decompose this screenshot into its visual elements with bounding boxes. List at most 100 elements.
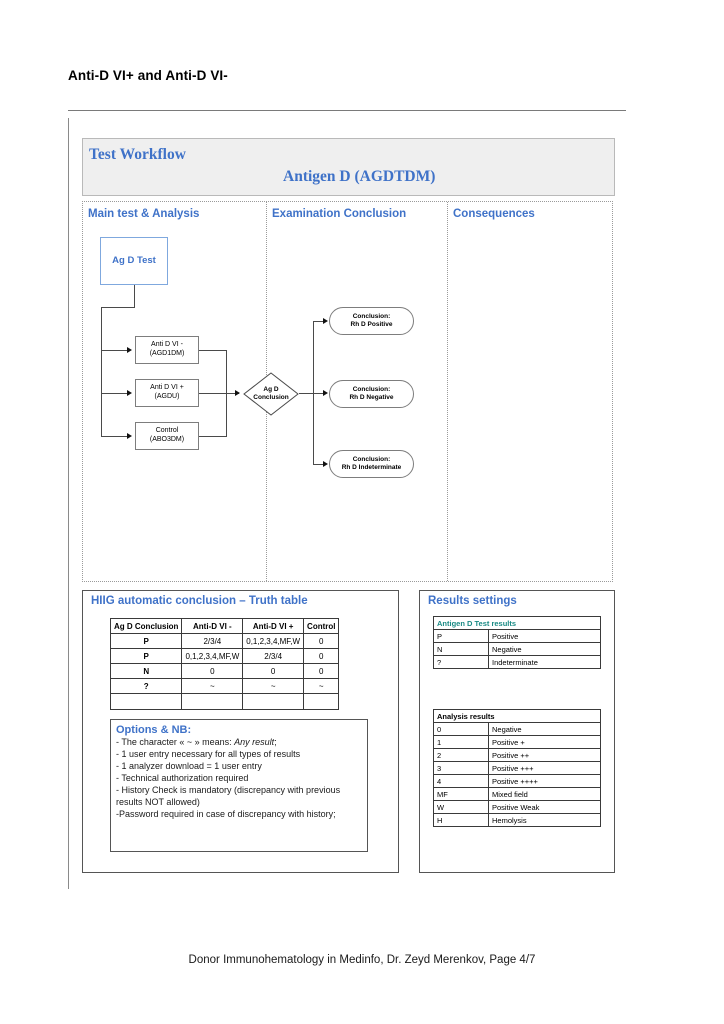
truth-table: Ag D Conclusion Anti-D VI - Anti-D VI + … [109, 618, 340, 710]
table-row: 2 Positive ++ [433, 748, 601, 762]
connector-to-outcome-3 [313, 464, 325, 465]
connector-to-outcome-2 [313, 393, 325, 394]
options-line-any-result: - The character « ~ » means: Any result; [116, 737, 277, 747]
flow-node-anti-d-vi-minus-label: Anti D VI - (AGD1DM) [149, 341, 185, 357]
antigen-d-test-results-table: Antigen D Test results P Positive N Nega… [433, 616, 601, 669]
results-settings-panel: Results settings Antigen D Test results … [419, 590, 615, 873]
flow-node-control[interactable]: Control (ABO3DM) [135, 422, 199, 450]
analysis-meaning: Positive + [488, 735, 601, 749]
flow-node-anti-d-vi-plus[interactable]: Anti D VI + (AGDU) [135, 379, 199, 407]
truth-table-header-cell: Ag D Conclusion [109, 618, 183, 634]
antigen-meaning: Positive [488, 629, 601, 643]
options-line: - 1 analyzer download = 1 user entry [116, 760, 262, 771]
analysis-table-header: Analysis results [433, 709, 601, 723]
arrowhead-outcome-2 [323, 389, 328, 396]
antigen-code: N [433, 642, 489, 656]
title-divider [68, 110, 626, 111]
analysis-code: 0 [433, 722, 489, 736]
truth-table-title: HIIG automatic conclusion – Truth table [91, 595, 308, 607]
options-line: -Password required in case of discrepanc… [116, 808, 336, 819]
analysis-code: W [433, 800, 489, 814]
column-header-main-test: Main test & Analysis [88, 208, 200, 220]
table-row: ? ~ ~ ~ [109, 678, 340, 694]
analysis-code: 3 [433, 761, 489, 775]
page-footer: Donor Immunohematology in Medinfo, Dr. Z… [188, 954, 536, 966]
connector-to-test-a [101, 350, 127, 351]
flow-node-conclusion-rh-d-negative[interactable]: Conclusion: Rh D Negative [329, 380, 414, 408]
truth-table-header-row: Ag D Conclusion Anti-D VI - Anti-D VI + … [109, 618, 340, 634]
truth-table-header-cell: Anti-D VI + [242, 618, 305, 634]
diamond-shape-icon [243, 372, 299, 416]
connector-start-down [134, 285, 135, 307]
options-line: - Technical authorization required [116, 772, 249, 783]
arrowhead-outcome-3 [323, 460, 328, 467]
truth-cell-vi-minus: 0 [181, 663, 244, 679]
analysis-meaning: Mixed field [488, 787, 601, 801]
analysis-code: H [433, 813, 489, 827]
truth-cell-vi-minus: 0,1,2,3,4,MF,W [181, 648, 244, 664]
connector-test-a-out [199, 350, 226, 351]
antigen-code: P [433, 629, 489, 643]
truth-cell-vi-plus [242, 693, 305, 710]
analysis-results-table: Analysis results 0 Negative 1 Positive +… [433, 709, 601, 827]
options-italic-any-result: Any result [234, 737, 275, 747]
table-row: 3 Positive +++ [433, 761, 601, 775]
flow-node-ag-d-conclusion[interactable]: Ag D Conclusion [243, 372, 299, 416]
connector-control-out [199, 436, 226, 437]
truth-cell-vi-minus [181, 693, 244, 710]
flow-node-anti-d-vi-plus-label: Anti D VI + (AGDU) [150, 384, 184, 400]
truth-cell-control [303, 693, 340, 710]
workflow-diagram: Main test & Analysis Examination Conclus… [82, 201, 613, 582]
truth-cell-control: 0 [303, 663, 340, 679]
flow-node-anti-d-vi-minus[interactable]: Anti D VI - (AGD1DM) [135, 336, 199, 364]
table-row: 0 Negative [433, 722, 601, 736]
column-header-consequences: Consequences [453, 208, 535, 220]
connector-start-left [101, 307, 135, 308]
flow-node-conclusion-rh-d-positive[interactable]: Conclusion: Rh D Positive [329, 307, 414, 335]
truth-cell-control: 0 [303, 648, 340, 664]
flow-node-conclusion-rh-d-indeterminate[interactable]: Conclusion: Rh D Indeterminate [329, 450, 414, 478]
analysis-code: 1 [433, 735, 489, 749]
column-divider-2 [447, 202, 448, 581]
truth-cell-vi-plus: 0 [242, 663, 305, 679]
table-row: 1 Positive + [433, 735, 601, 749]
truth-cell-conclusion: P [109, 648, 183, 664]
arrowhead-decision [235, 390, 240, 396]
truth-cell-conclusion: N [109, 663, 183, 679]
analysis-meaning: Positive Weak [488, 800, 601, 814]
options-line: - 1 user entry necessary for all types o… [116, 748, 301, 759]
workflow-header-bar: Test Workflow Antigen D (AGDTDM) [82, 138, 615, 196]
connector-to-outcome-1 [313, 321, 325, 322]
results-settings-title: Results settings [428, 595, 517, 607]
connector-bus-vertical [101, 307, 102, 437]
arrowhead-test-b [127, 389, 132, 396]
options-title: Options & NB: [116, 724, 192, 736]
table-header-row: Antigen D Test results [433, 616, 601, 630]
arrowhead-outcome-1 [323, 317, 328, 324]
connector-to-control [101, 436, 127, 437]
truth-table-header-cell: Anti-D VI - [181, 618, 244, 634]
antigen-meaning: Negative [488, 642, 601, 656]
truth-cell-control: ~ [303, 678, 340, 694]
arrowhead-test-a [127, 346, 132, 353]
flow-node-control-label: Control (ABO3DM) [149, 427, 185, 443]
connector-to-test-b [101, 393, 127, 394]
flow-node-conclusion-rh-d-positive-label: Conclusion: Rh D Positive [350, 312, 393, 328]
workflow-subject: Antigen D (AGDTDM) [283, 168, 436, 185]
truth-table-header-cell: Control [303, 618, 340, 634]
flow-node-ag-d-test[interactable]: Ag D Test [100, 237, 168, 285]
analysis-meaning: Positive +++ [488, 761, 601, 775]
truth-cell-control: 0 [303, 633, 340, 649]
analysis-meaning: Hemolysis [488, 813, 601, 827]
truth-cell-vi-plus: ~ [242, 678, 305, 694]
table-row: N Negative [433, 642, 601, 656]
options-line: - History Check is mandatory (discrepanc… [116, 784, 341, 807]
table-row: W Positive Weak [433, 800, 601, 814]
antigen-table-header: Antigen D Test results [433, 616, 601, 630]
analysis-code: MF [433, 787, 489, 801]
connector-decision-out [299, 393, 313, 394]
connector-merge-to-decision [226, 393, 239, 394]
analysis-meaning: Positive ++++ [488, 774, 601, 788]
analysis-meaning: Negative [488, 722, 601, 736]
table-row: MF Mixed field [433, 787, 601, 801]
